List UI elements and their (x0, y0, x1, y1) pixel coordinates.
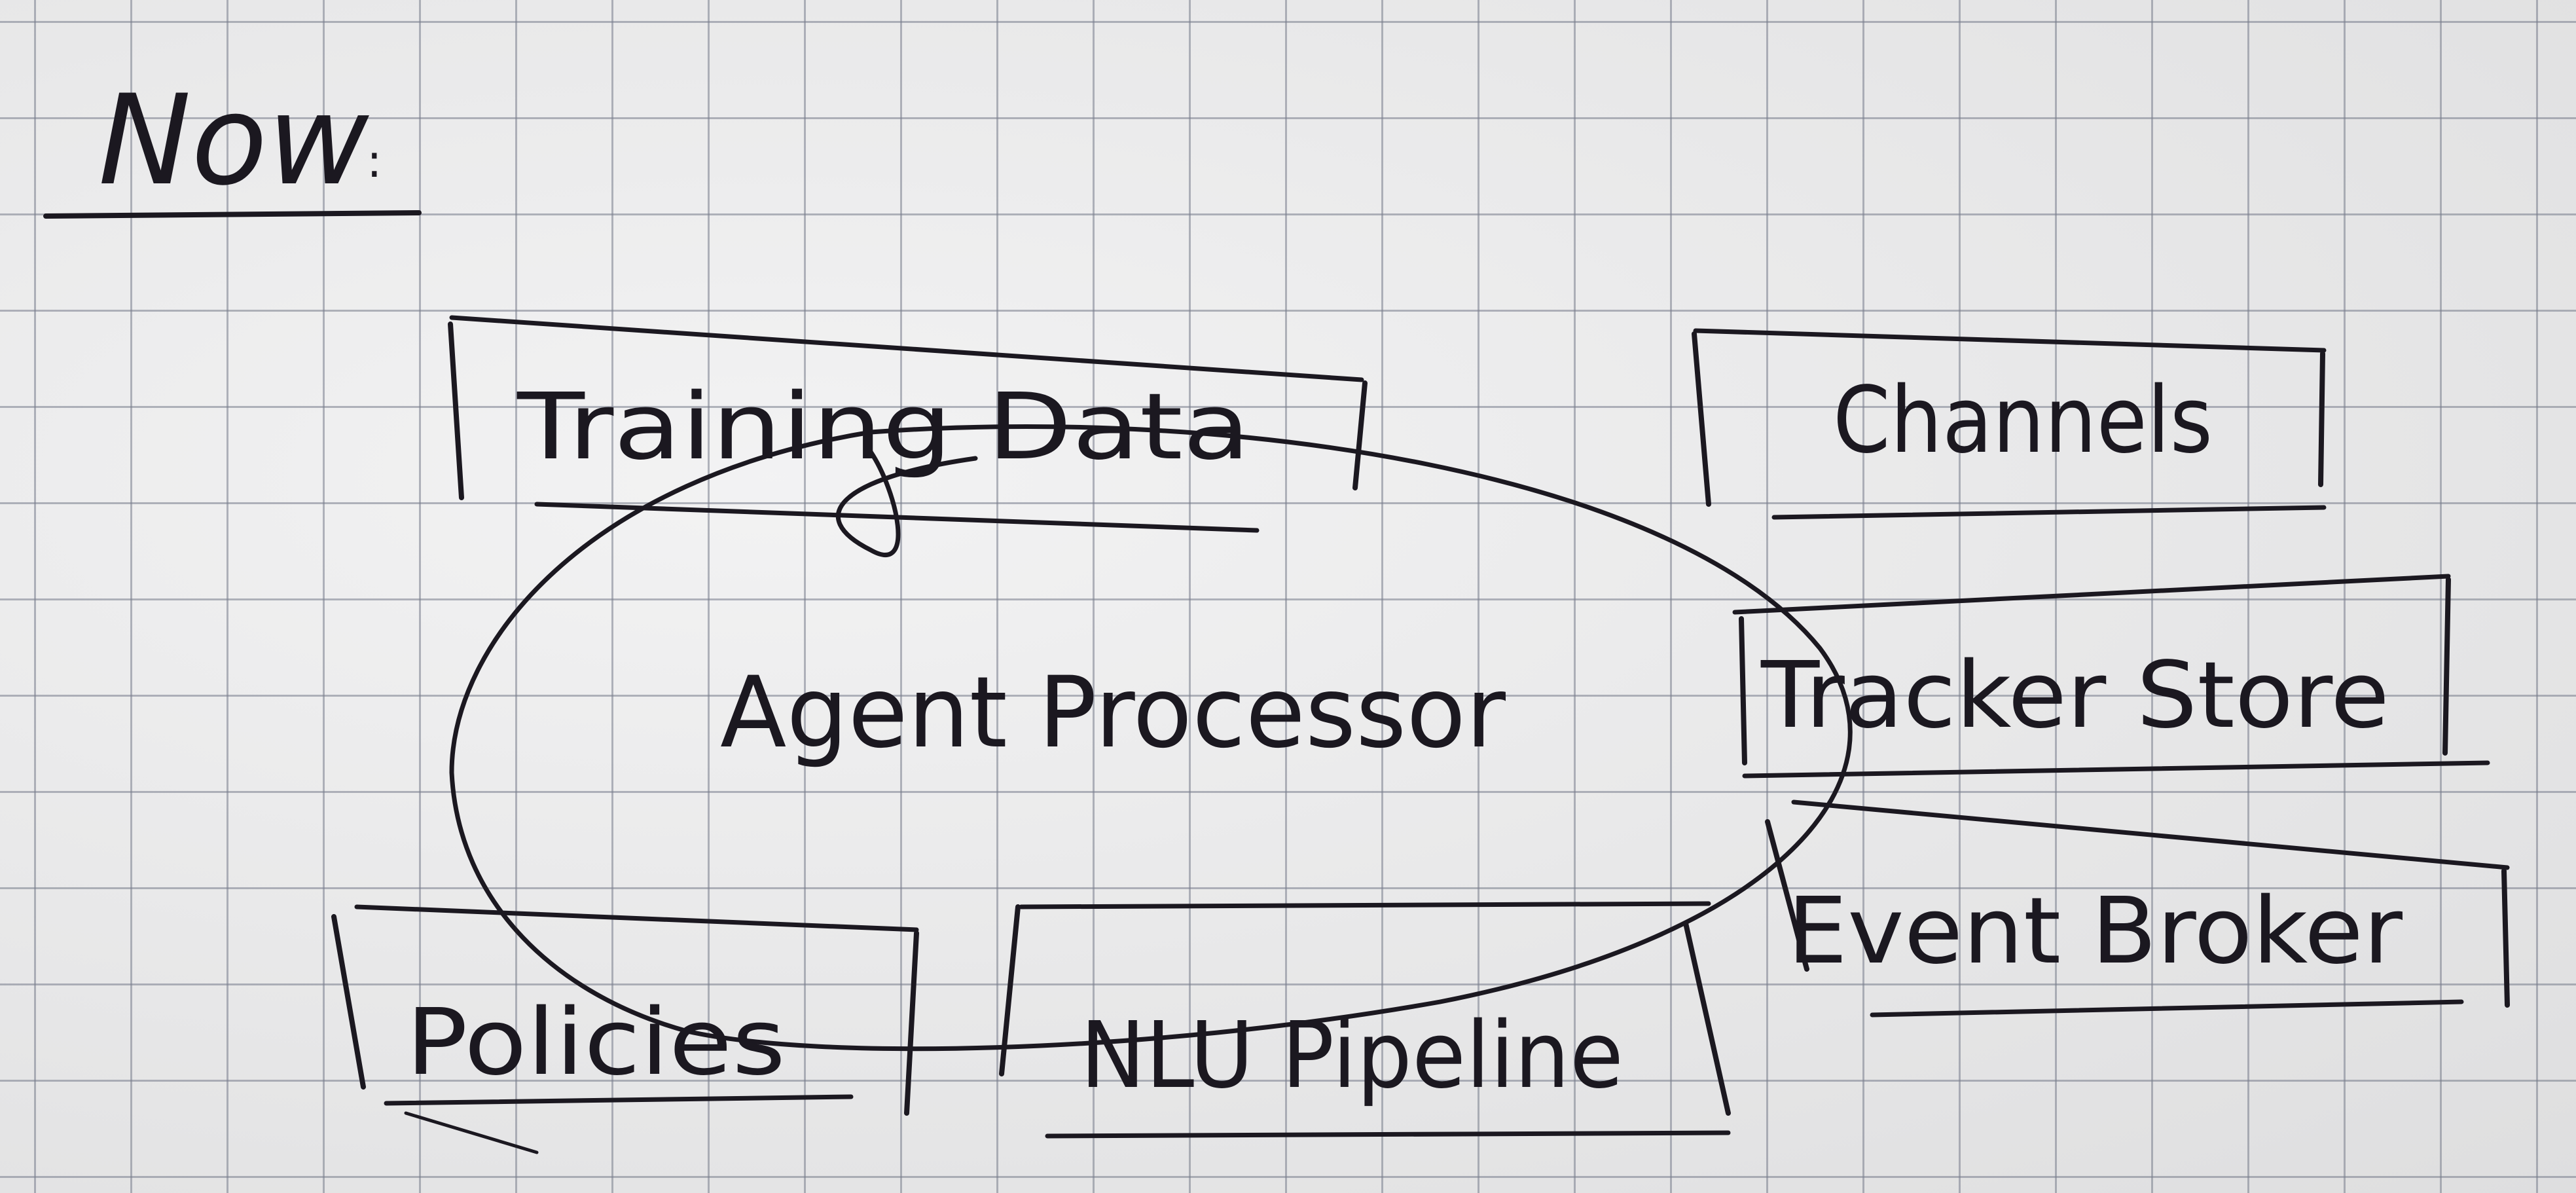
event-broker-box-right (2501, 868, 2510, 1008)
training-data-box-bottom (534, 502, 1260, 533)
heading-text: Now (98, 68, 369, 213)
channels-box-bottom (1771, 505, 2327, 520)
policies-box-left (331, 914, 366, 1090)
tracker-store-label: Tracker Store (1760, 642, 2389, 749)
event-broker-box: Event Broker (1765, 799, 2510, 1018)
policies-box: Policies (331, 904, 919, 1154)
tracker-store-box-right (2442, 577, 2451, 756)
heading-underline (43, 210, 422, 219)
agent-processor-node: Agent Processor (449, 424, 1853, 1052)
nlu-pipeline-box-left (999, 904, 1021, 1076)
training-data-label: Training Data (517, 374, 1250, 481)
tracker-store-box-bottom (1742, 760, 2490, 779)
nlu-pipeline-box: NLU Pipeline (999, 901, 1731, 1139)
policies-label: Policies (406, 989, 786, 1096)
channels-box: Channels (1692, 328, 2327, 520)
agent-processor-label: Agent Processor (720, 656, 1506, 770)
nlu-pipeline-label: NLU Pipeline (1080, 1002, 1624, 1109)
training-data-box-left (448, 321, 464, 500)
tracker-store-box-left (1739, 616, 1747, 765)
event-broker-box-top (1791, 799, 2510, 870)
tracker-store-box: Tracker Store (1732, 574, 2490, 779)
event-broker-box-bottom (1870, 999, 2464, 1018)
policies-box-bottom (384, 1094, 854, 1106)
policies-box-tail (404, 1111, 539, 1154)
channels-box-left (1692, 331, 1711, 507)
tracker-store-box-top (1732, 574, 2451, 615)
nlu-pipeline-box-bottom (1045, 1130, 1731, 1139)
agent-processor-ellipse (449, 424, 1853, 1052)
training-data-loop (835, 449, 978, 557)
channels-box-top (1693, 328, 2327, 353)
heading: Now : (43, 68, 422, 219)
channels-label: Channels (1833, 367, 2213, 474)
nlu-pipeline-box-right (1683, 921, 1731, 1116)
training-data-box-right (1352, 380, 1368, 490)
nlu-pipeline-box-top (1019, 901, 1711, 909)
event-broker-label: Event Broker (1787, 878, 2403, 985)
channels-box-right (2318, 351, 2325, 487)
policies-box-top (354, 904, 919, 932)
training-data-box-top (449, 315, 1364, 382)
policies-box-right (904, 930, 919, 1116)
training-data-box: Training Data (448, 315, 1368, 533)
event-broker-box-left (1765, 819, 1809, 972)
heading-colon: : (367, 134, 382, 188)
